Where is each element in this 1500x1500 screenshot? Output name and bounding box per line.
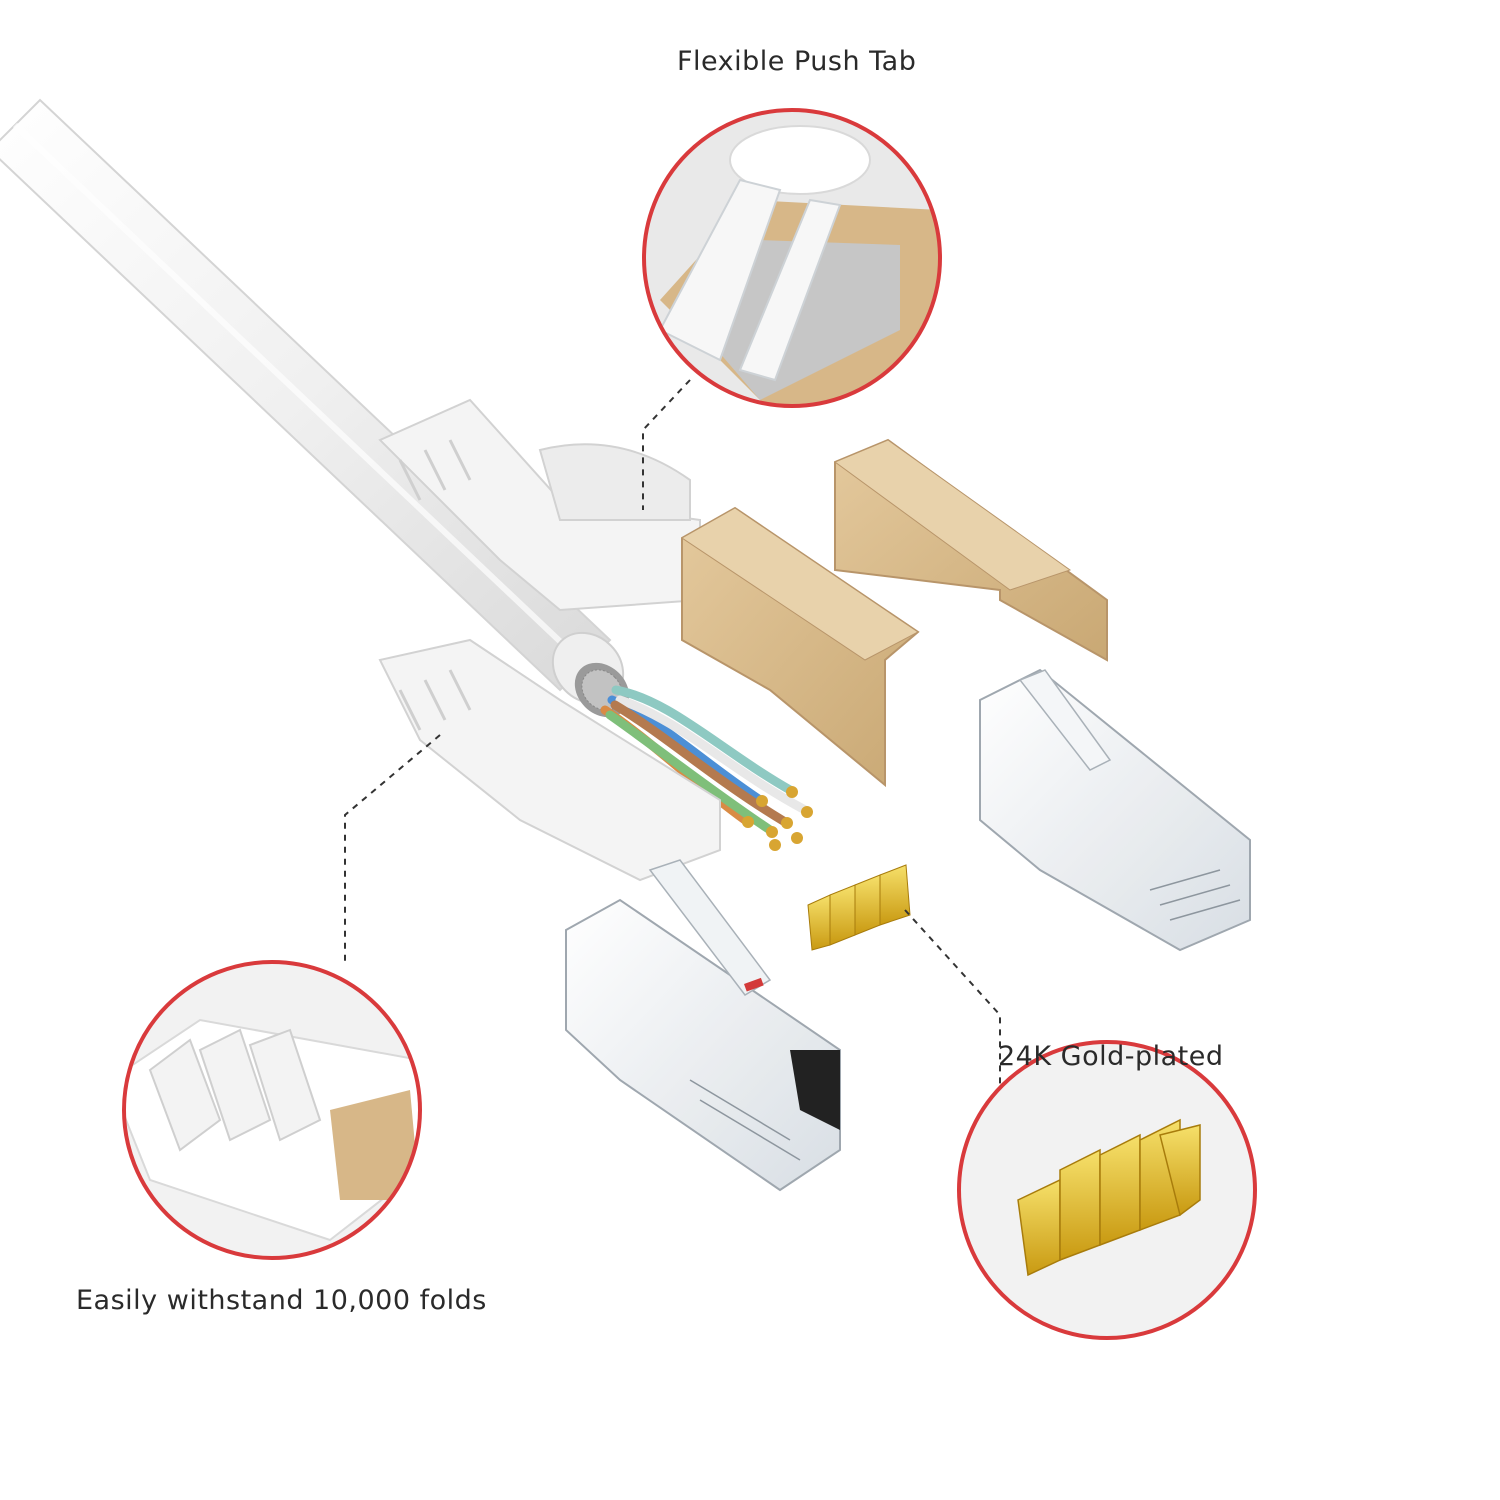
rj45-connector-front bbox=[565, 859, 841, 1192]
callout-circle-gold bbox=[957, 1040, 1257, 1340]
ethernet-cable bbox=[0, 98, 625, 705]
leader-line-push-tab bbox=[642, 379, 691, 510]
wire-tips bbox=[742, 786, 813, 851]
leader-line-gold bbox=[904, 909, 1001, 1095]
callout-label-folds: Easily withstand 10,000 folds bbox=[76, 1285, 487, 1316]
metal-shield-rear bbox=[833, 438, 1108, 662]
leader-lines bbox=[344, 379, 1001, 1095]
callout-label-gold: 24K Gold-plated bbox=[998, 1041, 1224, 1072]
callout-circle-folds bbox=[122, 960, 422, 1260]
gold-contacts bbox=[807, 864, 911, 951]
callout-label-push-tab: Flexible Push Tab bbox=[677, 46, 917, 77]
callout-circle-push-tab bbox=[642, 108, 942, 408]
metal-shield-front bbox=[681, 506, 920, 788]
strain-relief-boot bbox=[378, 398, 721, 882]
rj45-connector-rear bbox=[979, 668, 1251, 952]
leader-line-folds bbox=[344, 734, 441, 965]
